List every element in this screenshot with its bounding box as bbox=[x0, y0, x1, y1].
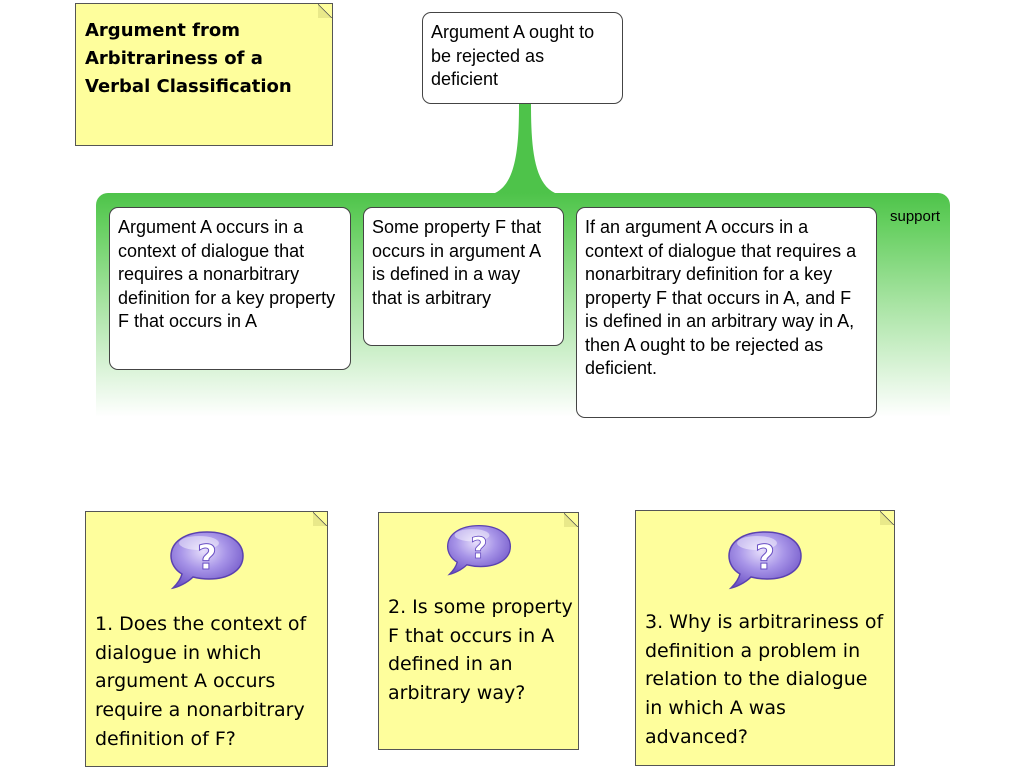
premise-text: Some property F that occurs in argument … bbox=[372, 217, 542, 308]
note-fold bbox=[564, 513, 578, 527]
question-bubble-icon bbox=[444, 523, 514, 577]
critical-question-text: 2. Is some property F that occurs in A d… bbox=[388, 596, 573, 705]
conclusion-node[interactable]: Argument A ought to be rejected as defic… bbox=[422, 12, 623, 104]
critical-question-text: 3. Why is arbitrariness of definition a … bbox=[645, 611, 884, 748]
conclusion-text: Argument A ought to be rejected as defic… bbox=[431, 22, 595, 89]
question-bubble-icon bbox=[169, 529, 245, 591]
diagram-title: Argument from Arbitrariness of a Verbal … bbox=[85, 20, 292, 97]
note-fold bbox=[318, 4, 332, 18]
premise-node-3[interactable]: If an argument A occurs in a context of … bbox=[576, 207, 877, 418]
premise-node-2[interactable]: Some property F that occurs in argument … bbox=[363, 207, 564, 346]
premise-text: Argument A occurs in a context of dialog… bbox=[118, 217, 336, 331]
note-fold bbox=[880, 511, 894, 525]
premise-node-1[interactable]: Argument A occurs in a context of dialog… bbox=[109, 207, 351, 370]
question-bubble-icon bbox=[727, 529, 803, 591]
critical-question-note-1[interactable]: 1. Does the context of dialogue in which… bbox=[85, 511, 328, 767]
support-label: support bbox=[890, 208, 941, 225]
title-note: Argument from Arbitrariness of a Verbal … bbox=[75, 3, 333, 146]
note-fold bbox=[313, 512, 327, 526]
premise-text: If an argument A occurs in a context of … bbox=[585, 217, 857, 378]
critical-question-note-3[interactable]: 3. Why is arbitrariness of definition a … bbox=[635, 510, 895, 766]
support-connector bbox=[495, 103, 555, 195]
critical-question-note-2[interactable]: 2. Is some property F that occurs in A d… bbox=[378, 512, 579, 750]
critical-question-text: 1. Does the context of dialogue in which… bbox=[95, 613, 307, 750]
